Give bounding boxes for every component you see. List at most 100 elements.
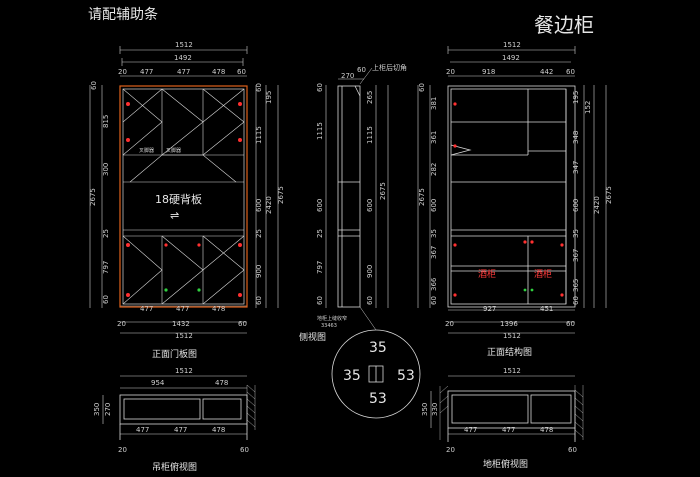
fs-right-dim: 348 (572, 131, 580, 144)
fd-dim-inner: 1492 (174, 54, 192, 62)
header-title: 餐边柜 (534, 13, 594, 37)
fd-right-dim: 195 (265, 91, 273, 104)
fs-bottom-part: 927 (483, 305, 496, 313)
fs-top-dim: 1512 (503, 41, 521, 49)
fs-top-part: 442 (540, 68, 553, 76)
side-right-dim: 600 (366, 199, 374, 212)
fs-bottom-dim: 1396 (500, 320, 518, 328)
fs-left-dim: 60 (418, 83, 426, 92)
fd-left-dim: 60 (90, 81, 98, 90)
side-bottom-note: 33463 (321, 323, 337, 329)
fs-top-dim: 1492 (502, 54, 520, 62)
side-right-dim: 900 (366, 265, 374, 278)
fd-left-dim: 815 (102, 115, 110, 128)
bp-caption: 地柜俯视图 (483, 458, 528, 470)
fs-wine-label: 酒柜 (478, 268, 496, 280)
fs-right-dim: 347 (572, 161, 580, 174)
detail-dim: 35 (343, 368, 361, 384)
fs-top-part: 918 (482, 68, 495, 76)
fd-top-part: 477 (140, 68, 153, 76)
up-left-dim: 350 (93, 403, 101, 416)
side-left-dim: 60 (316, 83, 324, 92)
side-note: 上柜后切角 (372, 63, 407, 72)
fd-bottom-part: 477 (140, 305, 153, 313)
bp-bottom-part: 477 (502, 426, 515, 434)
fd-left-dim: 60 (102, 295, 110, 304)
fd-bottom-dim: 1512 (175, 332, 193, 340)
fs-right-dim: 365 (572, 279, 580, 292)
up-bottom-part: 477 (174, 426, 187, 434)
fs-caption: 正面结构图 (487, 346, 532, 358)
fd-right-dim: 60 (255, 296, 263, 305)
detail-dim: 35 (369, 340, 387, 356)
fs-bottom-dim: 60 (566, 320, 575, 328)
up-top-dim: 954 (151, 379, 165, 387)
fs-left-dim: 600 (430, 199, 438, 212)
header-note: 请配辅助条 (88, 6, 158, 23)
bp-left-dim: 330 (431, 403, 439, 416)
detail-dim: 53 (397, 368, 415, 384)
fd-dim-total: 1512 (175, 41, 193, 49)
hinge-markers (126, 102, 242, 297)
fs-left-total: 2675 (418, 188, 426, 206)
fd-bottom-dim: 20 (117, 320, 126, 328)
side-left-dim: 25 (316, 229, 324, 238)
fd-label: 叉脚器 (166, 147, 181, 154)
fs-right-dim: 600 (572, 199, 580, 212)
fd-bottom-dim: 60 (238, 320, 247, 328)
fd-right-total: 2420 (265, 196, 273, 214)
side-left-dim: 1115 (316, 122, 324, 140)
fd-right-dim: 900 (255, 265, 263, 278)
side-caption: 侧视图 (299, 331, 326, 343)
up-top-dim: 1512 (175, 367, 193, 375)
fd-top-part: 478 (212, 68, 225, 76)
side-right-dim: 1115 (366, 126, 374, 144)
fs-right-dim: 367 (572, 249, 580, 262)
fs-left-dim: 361 (430, 131, 438, 144)
side-top-dim: 60 (357, 66, 366, 74)
up-bottom-edge: 20 (118, 446, 127, 454)
fs-right-dim: 35 (572, 229, 580, 238)
bp-bottom-edge: 20 (446, 446, 455, 454)
side-right-dim: 60 (366, 296, 374, 305)
fs-right-dim: 60 (572, 296, 580, 305)
fs-right-total: 2675 (605, 186, 613, 204)
up-bottom-edge: 60 (240, 446, 249, 454)
up-top-dim: 478 (215, 379, 228, 387)
fs-wine-label: 酒柜 (534, 268, 552, 280)
fs-left-dim: 366 (430, 277, 438, 291)
base-plan-view: 1512 350 330 477 477 478 20 60 地柜俯视图 (421, 367, 584, 470)
bp-bottom-part: 478 (540, 426, 553, 434)
fd-right-dim: 25 (255, 229, 263, 238)
side-view: 270 60 上柜后切角 60 1115 600 25 797 60 265 1… (299, 63, 421, 419)
side-right-dim: 2675 (379, 182, 387, 200)
fd-backboard-label: 18硬背板 (155, 192, 202, 206)
fs-left-dim: 60 (430, 296, 438, 305)
side-bottom-note: 地柜上缝收窄 (317, 315, 347, 322)
fd-arrow: ⇌ (170, 209, 179, 222)
fs-bottom-dim: 1512 (503, 332, 521, 340)
fd-right-dim: 60 (255, 83, 263, 92)
front-door-view: 1512 1492 20 477 477 478 60 (89, 41, 285, 360)
fs-right-dim: 195 (572, 91, 580, 104)
up-caption: 吊柜俯视图 (152, 461, 197, 473)
fd-left-dim: 25 (102, 229, 110, 238)
fs-top-part: 60 (566, 68, 575, 76)
fd-bottom-part: 477 (176, 305, 189, 313)
side-top-dim: 270 (341, 72, 354, 80)
fs-right-total: 2420 (593, 196, 601, 214)
fs-right-dim: 152 (584, 101, 592, 114)
fs-top-part: 20 (446, 68, 455, 76)
fd-right-dim: 600 (255, 199, 263, 212)
detail-dim: 53 (369, 391, 387, 407)
up-bottom-part: 477 (136, 426, 149, 434)
bp-bottom-part: 477 (464, 426, 477, 434)
fd-left-dim: 300 (102, 163, 110, 176)
fd-right-total: 2675 (277, 186, 285, 204)
fd-left-total: 2675 (89, 188, 97, 206)
upper-plan-view: 1512 954 478 350 270 477 477 478 20 60 吊… (93, 367, 256, 473)
bp-bottom-edge: 60 (568, 446, 577, 454)
fs-left-dim: 35 (430, 229, 438, 238)
side-left-dim: 797 (316, 261, 324, 274)
